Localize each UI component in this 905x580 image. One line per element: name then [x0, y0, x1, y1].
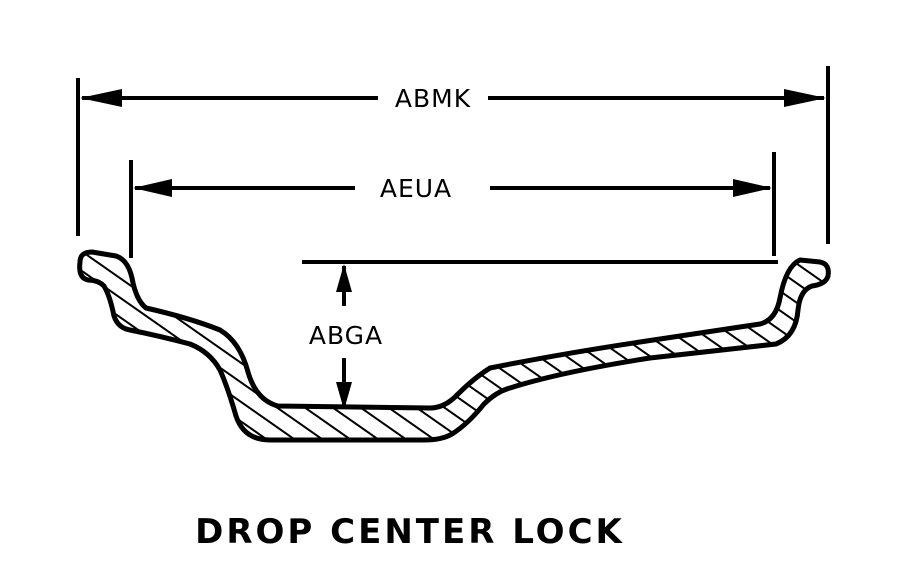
inner-right-arrowhead [733, 179, 772, 197]
diagram-caption: DROP CENTER LOCK [195, 512, 625, 552]
overall-right-arrowhead [784, 89, 826, 107]
overall-left-arrowhead [80, 89, 122, 107]
well-depth-label: ABGA [309, 321, 383, 350]
overall-width-label: ABMK [395, 84, 471, 113]
rim-profile-section [77, 249, 831, 443]
inner-width-label: AEUA [380, 174, 452, 203]
depth-top-arrowhead [336, 264, 352, 292]
depth-bottom-arrowhead [336, 382, 352, 410]
inner-left-arrowhead [133, 179, 172, 197]
